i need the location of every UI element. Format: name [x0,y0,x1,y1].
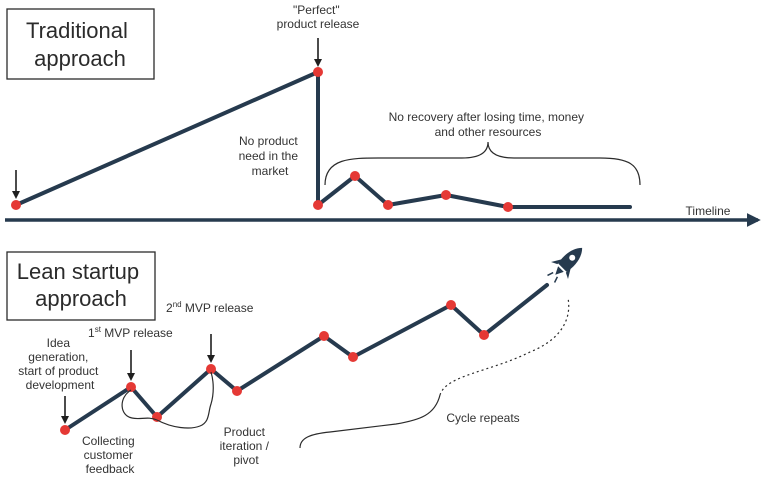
lean-point-start [60,425,70,435]
mvp2-release-label: 2nd MVP release [166,300,254,315]
traditional-point-6 [441,190,451,200]
product-iteration-label: Product iteration / pivot [220,425,273,467]
feedback-loop [121,389,158,421]
lean-title-box: Lean startup approach [6,251,156,321]
lean-point-5 [232,386,242,396]
traditional-point-7 [503,202,513,212]
idea-generation-label: Idea generation, start of product develo… [18,336,101,392]
collecting-feedback-label: Collecting customer feedback [82,434,138,476]
cycle-repeats-dotted [439,297,570,396]
traditional-dots [11,67,513,212]
traditional-point-start [11,200,21,210]
traditional-point-drop [313,200,323,210]
iteration-loop [156,371,214,429]
traditional-curve [14,70,632,209]
mvp1-release-label: 1st MVP release [88,325,173,340]
lean-point-mvp2 [206,364,216,374]
no-product-need-label: No product need in the market [239,134,302,178]
traditional-point-4 [350,171,360,181]
traditional-title: Traditional approach [26,18,134,71]
lean-point-9 [479,330,489,340]
no-recovery-brace [324,141,641,186]
cycle-repeats-label: Cycle repeats [446,411,519,425]
lean-title: Lean startup approach [17,259,145,311]
lean-point-mvp1 [126,382,136,392]
lean-curve [63,283,549,432]
lean-point-8 [446,300,456,310]
traditional-point-release [313,67,323,77]
rocket-icon [547,247,583,283]
no-recovery-label: No recovery after losing time, money and… [389,110,588,139]
timeline-label: Timeline [686,204,731,218]
perfect-release-label: "Perfect" product release [277,3,360,31]
traditional-title-box: Traditional approach [6,8,155,80]
traditional-point-5 [383,200,393,210]
lean-point-6 [319,331,329,341]
lean-point-7 [348,352,358,362]
cycle-repeats-bracket [299,394,441,449]
